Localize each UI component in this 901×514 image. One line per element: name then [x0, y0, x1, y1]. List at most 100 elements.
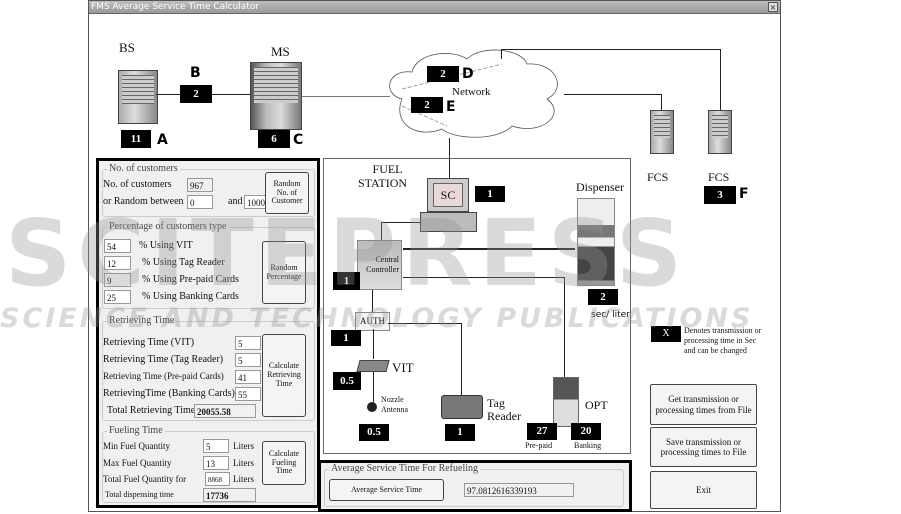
bs-server-icon: [118, 70, 158, 124]
average-service-time-button[interactable]: Average Service Time: [329, 479, 444, 501]
sc-time-box[interactable]: 1: [475, 186, 505, 202]
pct-vit-field[interactable]: 54: [104, 239, 131, 253]
customers-count-field[interactable]: 967: [187, 178, 213, 192]
bs-time-box[interactable]: 11: [121, 130, 151, 148]
pct-tag-field[interactable]: 12: [104, 256, 131, 270]
max-fuel-field[interactable]: 13: [203, 456, 229, 470]
fuel-station-label-1: FUEL: [372, 162, 403, 176]
sc-computer-icon: [420, 212, 477, 232]
nozzle-antenna-time-box[interactable]: 0.5: [359, 424, 389, 441]
percentages-legend: Percentage of customers type: [107, 221, 229, 232]
min-fuel-field[interactable]: 5: [203, 439, 229, 453]
sc-label: SC: [433, 183, 463, 207]
average-service-time-field: 97.0812616339193: [464, 483, 574, 497]
total-fuel-label: Total Fuel Quantity for: [103, 474, 187, 484]
link-network-fcs1-a: [564, 94, 662, 95]
vit-time-box[interactable]: 0.5: [333, 372, 361, 390]
dispenser-label: Dispenser: [576, 180, 624, 194]
link-auth-vit: [373, 329, 374, 359]
retrieve-banking-label: RetrievingTime (Banking Cards): [103, 388, 235, 399]
ms-server-icon: [250, 62, 302, 130]
vit-device-icon: [356, 360, 390, 372]
title-bar: FMS Average Service Time Calculator ×: [89, 1, 780, 14]
pct-tag-label: % Using Tag Reader: [142, 257, 225, 268]
retrieve-vit-field[interactable]: 5: [235, 336, 261, 350]
nozzle-antenna-icon: [367, 402, 377, 412]
retrieve-prepaid-field[interactable]: 41: [235, 370, 261, 384]
bs-ms-letter: B: [190, 65, 201, 81]
exit-button[interactable]: Exit: [650, 471, 757, 509]
opt-banking-label: Banking: [574, 441, 602, 450]
dispenser-unit: sec/ liter: [591, 310, 630, 320]
network-e-time-box[interactable]: 2: [411, 97, 443, 113]
save-times-button[interactable]: Save transmission or processing times to…: [650, 427, 757, 467]
dispenser-time-box[interactable]: 2: [588, 289, 618, 305]
dispenser-icon: [577, 198, 615, 286]
auth-time-box[interactable]: 1: [331, 330, 361, 346]
opt-banking-time-box[interactable]: 20: [571, 423, 601, 440]
opt-prepaid-label: Pre-paid: [525, 441, 553, 450]
link-sc-cc-b: [381, 222, 421, 223]
opt-prepaid-time-box[interactable]: 27: [527, 423, 557, 440]
window-title: FMS Average Service Time Calculator: [91, 2, 260, 12]
bs-letter: A: [157, 132, 168, 148]
max-fuel-unit: Liters: [233, 458, 254, 468]
link-network-fcs2-b: [501, 49, 721, 50]
nozzle-antenna-label: Nozzle Antenna: [381, 395, 408, 415]
retrieve-vit-label: Retrieving Time (VIT): [103, 337, 195, 348]
retrieve-banking-field[interactable]: 55: [235, 387, 261, 401]
sc-monitor-icon: SC: [427, 178, 469, 212]
total-retrieving-field: 20055.58: [194, 404, 256, 418]
tag-reader-label: Tag Reader: [487, 397, 521, 423]
random-min-field[interactable]: 0: [187, 195, 213, 209]
network-e-letter: E: [446, 99, 456, 115]
get-times-button[interactable]: Get transmission or processing times fro…: [650, 384, 757, 425]
fuel-station-label: FUEL STATION: [358, 162, 407, 190]
average-panel: Average Service Time For Refueling Avera…: [318, 460, 632, 512]
legend-note-text: Denotes transmission or processing time …: [684, 326, 762, 355]
calculate-fueling-button[interactable]: Calculate Fueling Time: [262, 441, 306, 485]
link-vit-antenna: [373, 372, 374, 402]
central-controller-label-1: Central: [375, 255, 399, 264]
bs-label: BS: [119, 40, 135, 55]
link-network-fcs1-b: [661, 94, 662, 111]
min-fuel-unit: Liters: [233, 441, 254, 451]
customers-count-label: No. of customers: [103, 179, 172, 190]
ms-time-box[interactable]: 6: [258, 130, 290, 148]
fuel-station-frame: [323, 158, 631, 454]
random-customers-button[interactable]: Random No. of Customer: [265, 172, 309, 214]
link-auth-tag-b: [461, 323, 462, 395]
fcs2-time-box[interactable]: 3: [704, 186, 736, 204]
vit-label: VIT: [392, 360, 414, 375]
opt-terminal-icon: [553, 377, 579, 427]
retrieve-tag-field[interactable]: 5: [235, 353, 261, 367]
dispensing-time-field: 17736: [203, 488, 256, 502]
nozzle-antenna-label-2: Antenna: [381, 405, 409, 414]
random-max-field[interactable]: 1000: [244, 195, 266, 209]
network-d-time-box[interactable]: 2: [427, 66, 459, 82]
tag-reader-time-box[interactable]: 1: [445, 424, 475, 441]
auth-box: AUTH: [355, 312, 390, 331]
link-sc-cc-a: [381, 222, 382, 240]
network-label: Network: [452, 86, 491, 98]
retrieving-legend: Retrieving Time: [107, 315, 177, 326]
random-between-label: or Random between: [103, 196, 184, 207]
customers-group: No. of customers: [102, 163, 315, 217]
total-fuel-unit: Liters: [233, 474, 254, 484]
fcs2-server-icon: [708, 110, 732, 154]
central-controller-label-2: Controller: [366, 265, 399, 274]
pct-banking-field[interactable]: 25: [104, 290, 131, 304]
random-percentage-button[interactable]: Random Percentage: [262, 241, 306, 304]
total-fuel-field[interactable]: 8868: [205, 472, 230, 486]
fueling-group: Fueling Time: [102, 425, 315, 503]
close-button[interactable]: ×: [768, 2, 778, 12]
average-group: Average Service Time For Refueling: [324, 463, 624, 507]
percentages-group: Percentage of customers type: [102, 221, 315, 309]
central-controller-time-box[interactable]: 1: [333, 272, 360, 290]
calculate-retrieving-button[interactable]: Calculate Retrieving Time: [262, 334, 306, 417]
network-d-letter: D: [462, 66, 474, 82]
bs-ms-time-box[interactable]: 2: [180, 85, 212, 103]
legend-sample-box: X: [651, 326, 681, 342]
pct-prepaid-field[interactable]: 9: [104, 273, 131, 287]
link-ms-network: [300, 96, 390, 97]
